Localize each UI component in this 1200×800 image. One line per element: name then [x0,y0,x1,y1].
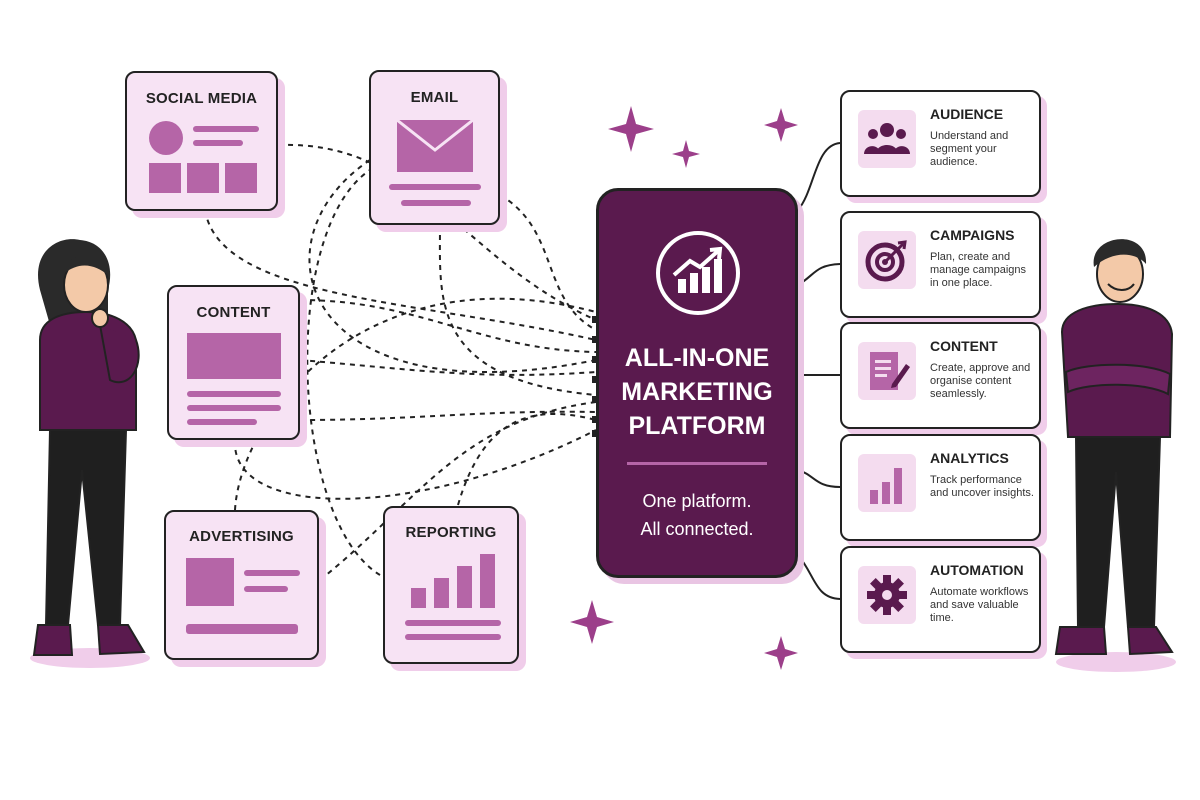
tool-social-media[interactable]: SOCIAL MEDIA [125,71,278,211]
feature-campaigns[interactable]: CAMPAIGNS Plan, create and manage campai… [840,211,1041,318]
report-bar [411,588,426,608]
feature-description: Automate workflows and save valuable tim… [930,586,1029,624]
text-line [401,200,471,206]
report-bar [480,554,495,608]
wire-email [499,194,597,331]
link-campaigns [797,263,841,286]
feature-automation[interactable]: AUTOMATION Automate workflows and save v… [840,546,1041,653]
port [592,336,599,343]
sparkle-icon [608,106,654,152]
report-bar [457,566,472,608]
wire-email-3 [438,224,597,396]
port [592,396,599,403]
people-icon [858,110,916,168]
text-line [405,620,501,626]
tool-content[interactable]: CONTENT [167,285,300,440]
wire-social-media-2 [204,209,597,341]
feature-title: AUTOMATION [930,562,1024,578]
wire-reporting [457,412,597,506]
wire-content-3 [299,410,597,421]
gear-icon [858,566,916,624]
feature-title: CAMPAIGNS [930,227,1015,243]
avatar-placeholder [149,121,183,155]
tool-reporting[interactable]: REPORTING [383,506,519,664]
feature-description: Create, approve and organise content sea… [930,362,1031,400]
feature-audience[interactable]: AUDIENCE Understand and segment your aud… [840,90,1041,197]
sparkle-icon [672,140,700,168]
image-tile [225,163,257,193]
envelope-icon [396,118,474,172]
feature-content[interactable]: CONTENT Create, approve and organise con… [840,322,1041,429]
text-line [186,624,298,634]
target-icon [858,231,916,289]
wire-advertising-2 [234,297,597,511]
woman-thinking-illustration [30,239,150,668]
feature-description: Understand and segment your audience. [930,130,1009,168]
text-line [244,586,288,592]
man-confident-illustration [1054,239,1176,672]
tool-email-label: EMAIL [410,89,459,106]
text-line [187,391,281,397]
feature-title: AUDIENCE [930,106,1004,122]
link-analytics [797,469,841,488]
link-audience [797,142,841,211]
platform-tagline: One platform. All connected. [640,491,754,539]
growth-chart-icon [656,231,740,315]
wire-content-2 [299,359,597,376]
wire-email-2 [308,159,597,373]
wire-content [299,299,597,353]
wire-reporting-2 [306,169,381,576]
platform-hub[interactable]: ALL-IN-ONE MARKETING PLATFORM One platfo… [596,188,798,578]
tool-social-media-label: SOCIAL MEDIA [145,90,258,107]
port [592,356,599,363]
image-tile [187,163,219,193]
port [592,416,599,423]
feature-title: ANALYTICS [930,450,1009,466]
bar-chart-icon [858,454,916,512]
wire-content-4 [233,429,597,500]
content-block [187,333,281,379]
feature-description: Track performance and uncover insights. [930,474,1034,499]
sparkle-icon [764,108,798,142]
platform-title: ALL-IN-ONE MARKETING PLATFORM [621,344,773,440]
text-line [193,140,243,146]
port [592,430,599,437]
text-line [187,419,257,425]
text-line [389,184,481,190]
text-line [244,570,300,576]
text-line [405,634,501,640]
sparkle-icon [570,600,614,644]
port [592,376,599,383]
sparkle-icon [764,636,798,670]
tool-content-label: CONTENT [196,304,271,321]
tool-reporting-label: REPORTING [405,524,497,541]
report-bar [434,578,449,608]
tool-advertising[interactable]: ADVERTISING [164,510,319,660]
text-line [187,405,281,411]
ad-image-block [186,558,234,606]
feature-description: Plan, create and manage campaigns in one… [930,251,1027,289]
feature-analytics[interactable]: ANALYTICS Track performance and uncover … [840,434,1041,541]
link-automation [797,554,841,600]
port [592,316,599,323]
text-line [193,126,259,132]
tool-email[interactable]: EMAIL [369,70,500,225]
document-edit-icon [858,342,916,400]
divider [627,462,767,465]
image-tile [149,163,181,193]
feature-title: CONTENT [930,338,998,354]
wire-social-media [277,143,597,321]
tool-advertising-label: ADVERTISING [189,528,294,545]
